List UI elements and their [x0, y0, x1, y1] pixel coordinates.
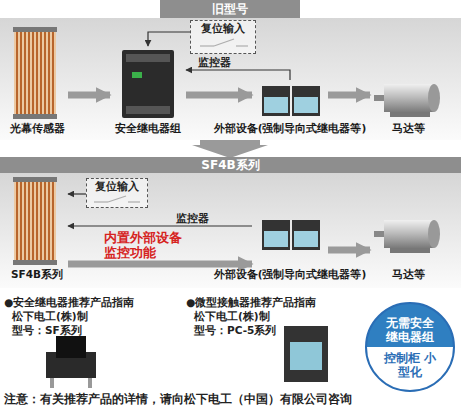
panel-background	[0, 173, 461, 288]
light-curtain	[14, 180, 56, 262]
signal-line	[68, 225, 252, 226]
node-text: 外部设备(强制导向式继电器等)	[214, 122, 367, 136]
signal-line	[186, 70, 290, 80]
node-text: 光幕传感器	[10, 122, 65, 136]
note-text: 型号：SF系列	[12, 324, 82, 338]
relay-pin	[50, 378, 54, 388]
flow-arrow	[328, 247, 370, 254]
curtain-cap	[13, 114, 57, 119]
curtain-cap	[13, 260, 57, 265]
motor-node: 马达等	[370, 76, 446, 136]
node-text: 马达等	[392, 268, 425, 282]
external-device-node: 外部设备(强制导向式继电器等)	[252, 214, 328, 282]
relay-unit	[122, 50, 174, 118]
note-text: 型号：PC-5系列	[194, 324, 276, 338]
node-text: SF4B系列	[201, 157, 259, 174]
edge-label: 监控器	[176, 212, 209, 226]
external-device	[292, 220, 320, 250]
external-device	[292, 86, 320, 116]
node-text: 外部设备(强制导向式继电器等)	[214, 268, 367, 282]
relay-pin	[88, 378, 92, 388]
note-text: 松下电工(株)制	[194, 310, 270, 324]
node-text: 安全继电器组	[115, 122, 181, 136]
relay-terminal	[126, 54, 170, 62]
curtain-cap	[13, 27, 57, 32]
contactor-product	[284, 326, 328, 382]
light-curtain-node: 光幕传感器	[6, 26, 68, 136]
device-front	[294, 231, 318, 247]
node-text: 复位输入	[87, 180, 147, 194]
section-banner: 旧型号	[160, 0, 300, 18]
light-curtain-node: SF4B系列	[6, 176, 68, 282]
feature-callout: 内置外部设备 监控功能	[104, 230, 188, 260]
down-arrow	[192, 140, 268, 158]
node-text: 马达等	[392, 122, 425, 136]
node-text: SF4B系列	[11, 268, 63, 282]
external-device	[262, 220, 290, 250]
curtain-cap	[13, 177, 57, 182]
edge-label: 监控器	[198, 56, 231, 70]
reset-input-box: 复位输入	[86, 178, 148, 208]
node-text: 复位输入	[191, 22, 255, 36]
relay-product	[56, 336, 86, 358]
device-front	[294, 97, 318, 113]
flow-arrow	[186, 92, 252, 99]
motor-foot	[390, 248, 430, 253]
node-text: 控制柜 小型化	[378, 351, 442, 379]
safety-relay-node: 安全继电器组	[110, 46, 186, 136]
motor-shaft	[374, 231, 384, 237]
node-text: 无需安全 继电器组	[378, 316, 442, 344]
note-text: 注意：有关推荐产品的详情，请向松下电工（中国）有限公司咨询	[4, 392, 352, 407]
device-front	[264, 97, 288, 113]
node-text: 旧型号	[212, 1, 248, 18]
motor-node: 马达等	[370, 214, 446, 282]
contactor-front	[290, 342, 322, 370]
external-device	[262, 86, 290, 116]
motor-end	[428, 220, 440, 248]
motor-body	[384, 220, 434, 248]
relay-terminal	[126, 106, 170, 114]
external-device-node: 外部设备(强制导向式继电器等)	[252, 80, 328, 136]
benefit-circle: 无需安全 继电器组控制柜 小型化	[365, 302, 455, 392]
note-text: 松下电工(株)制	[12, 310, 88, 324]
relay-led	[132, 72, 142, 78]
motor-end	[428, 84, 440, 112]
motor-foot	[390, 112, 430, 117]
flow-arrow	[328, 92, 370, 99]
note-text: ●安全继电器推荐产品指南	[4, 296, 134, 310]
flow-arrow	[68, 92, 110, 99]
reset-input-box: 复位输入	[190, 20, 256, 54]
signal-line	[148, 32, 190, 46]
motor-body	[384, 84, 434, 112]
panel-background	[0, 18, 461, 140]
flow-arrow	[68, 261, 252, 268]
device-front	[264, 231, 288, 247]
signal-line	[68, 193, 86, 194]
section-banner: SF4B系列	[0, 157, 461, 173]
light-curtain	[14, 30, 56, 116]
motor-shaft	[374, 95, 384, 101]
note-text: ●微型接触器推荐产品指南	[186, 296, 316, 310]
